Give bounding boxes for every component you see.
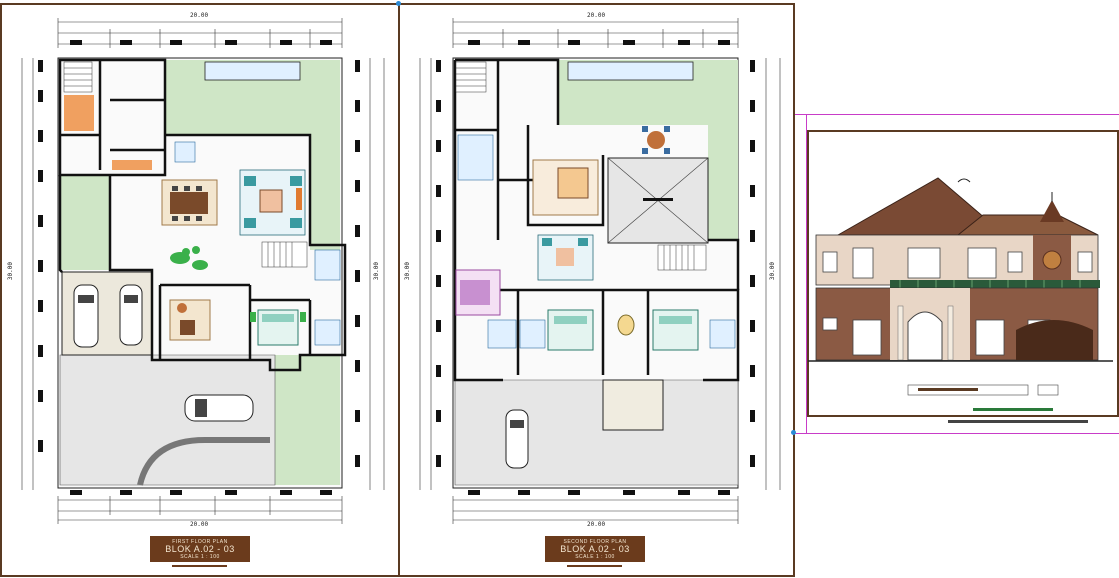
- side-garden: [60, 175, 110, 270]
- dining-set: [161, 179, 218, 226]
- second-floor-right-dimension: 30.00: [769, 262, 776, 281]
- first-floor-title-label: FIRST FLOOR PLAN: [172, 539, 228, 545]
- side-roof: [956, 214, 1099, 236]
- legend-text-bar: [918, 388, 978, 391]
- roof-ornament: [957, 178, 971, 183]
- vehicle-windows: [78, 295, 207, 417]
- terrace-table: [642, 126, 670, 154]
- first-floor-plan-drawing: [21, 18, 385, 524]
- dimension-ticks: [57, 18, 343, 524]
- column-left: [897, 305, 904, 361]
- stairs-floor2: [455, 61, 707, 271]
- balcony-rail: [890, 280, 1100, 288]
- bathrooms-floor2: [457, 134, 736, 349]
- first-floor-bottom-dimension: 20.00: [190, 521, 209, 528]
- first-floor-block-code: BLOK A.02 - 03: [165, 544, 235, 554]
- balcony-balusters: [899, 280, 1081, 288]
- front-door-arch: [907, 311, 943, 361]
- second-floor-top-dimension: 20.00: [587, 12, 606, 19]
- footnote-bar: [948, 420, 1088, 423]
- dimension-ticks-floor2: [452, 18, 739, 524]
- rear-garden: [165, 60, 340, 250]
- garage-arch: [1016, 320, 1093, 360]
- tower-roof: [1040, 200, 1064, 222]
- first-floor-top-dimension: 20.00: [190, 12, 209, 19]
- legend-scale-box: [1037, 384, 1059, 396]
- selection-guide-left: [806, 114, 807, 434]
- column-right: [947, 305, 954, 361]
- dimension-lines-floor2: [419, 21, 781, 521]
- column-markers: [38, 40, 360, 495]
- master-bed-floor1: [250, 309, 306, 346]
- second-floor-block-code: BLOK A.02 - 03: [560, 544, 630, 554]
- first-floor-title-block: FIRST FLOOR PLAN BLOK A.02 - 03 SCALE 1 …: [150, 536, 250, 562]
- column-markers-floor2: [436, 40, 755, 495]
- selection-grip-side[interactable]: [791, 430, 796, 435]
- room-highlights: [64, 95, 152, 170]
- second-floor-bottom-dimension: 20.00: [587, 521, 606, 528]
- first-floor-scale: SCALE 1 : 100: [180, 554, 220, 560]
- lounge-chairs: [170, 246, 208, 270]
- vehicle-window-floor2: [510, 420, 524, 428]
- green-underline: [973, 408, 1053, 411]
- second-floor-title-block: SECOND FLOOR PLAN BLOK A.02 - 03 SCALE 1…: [545, 536, 645, 562]
- walls-floor2: [453, 58, 740, 382]
- selection-guide-bottom: [795, 433, 1119, 434]
- second-floor-title-underline: [567, 565, 622, 567]
- second-floor-plan-drawing: [419, 18, 781, 524]
- driveway-below: [454, 379, 739, 486]
- balcony: [602, 379, 664, 431]
- second-floor-scale: SCALE 1 : 100: [575, 554, 615, 560]
- study-set: [169, 299, 211, 341]
- upper-windows: [822, 247, 1093, 279]
- front-elevation-drawing: [808, 177, 1113, 423]
- second-floor-title-label: SECOND FLOOR PLAN: [563, 539, 627, 545]
- walls: [58, 58, 347, 372]
- first-floor-left-dimension: 30.00: [7, 262, 14, 281]
- round-ornament: [1042, 250, 1062, 270]
- selection-grip-top[interactable]: [396, 1, 401, 6]
- void-roof: [607, 157, 709, 244]
- first-floor-title-underline: [172, 565, 227, 567]
- family-lounge: [537, 234, 594, 281]
- pool-below: [567, 61, 694, 81]
- second-floor-left-dimension: 30.00: [404, 262, 411, 281]
- driveway: [59, 354, 276, 486]
- first-floor-right-dimension: 30.00: [373, 262, 380, 281]
- front-garden: [275, 355, 340, 485]
- top-dimension-lines: [21, 21, 385, 521]
- vehicle-floor2: [505, 409, 529, 469]
- roof-garden: [558, 60, 738, 240]
- bathrooms-floor1: [174, 141, 341, 346]
- bedroom-pink: [455, 269, 501, 316]
- bedroom-orange: [532, 159, 599, 216]
- stairs: [63, 61, 308, 268]
- selection-guide-top: [795, 114, 1119, 115]
- living-set: [239, 169, 306, 236]
- drive-curb: [137, 437, 270, 486]
- pool: [204, 61, 301, 81]
- bedrooms-cyan: [547, 309, 699, 351]
